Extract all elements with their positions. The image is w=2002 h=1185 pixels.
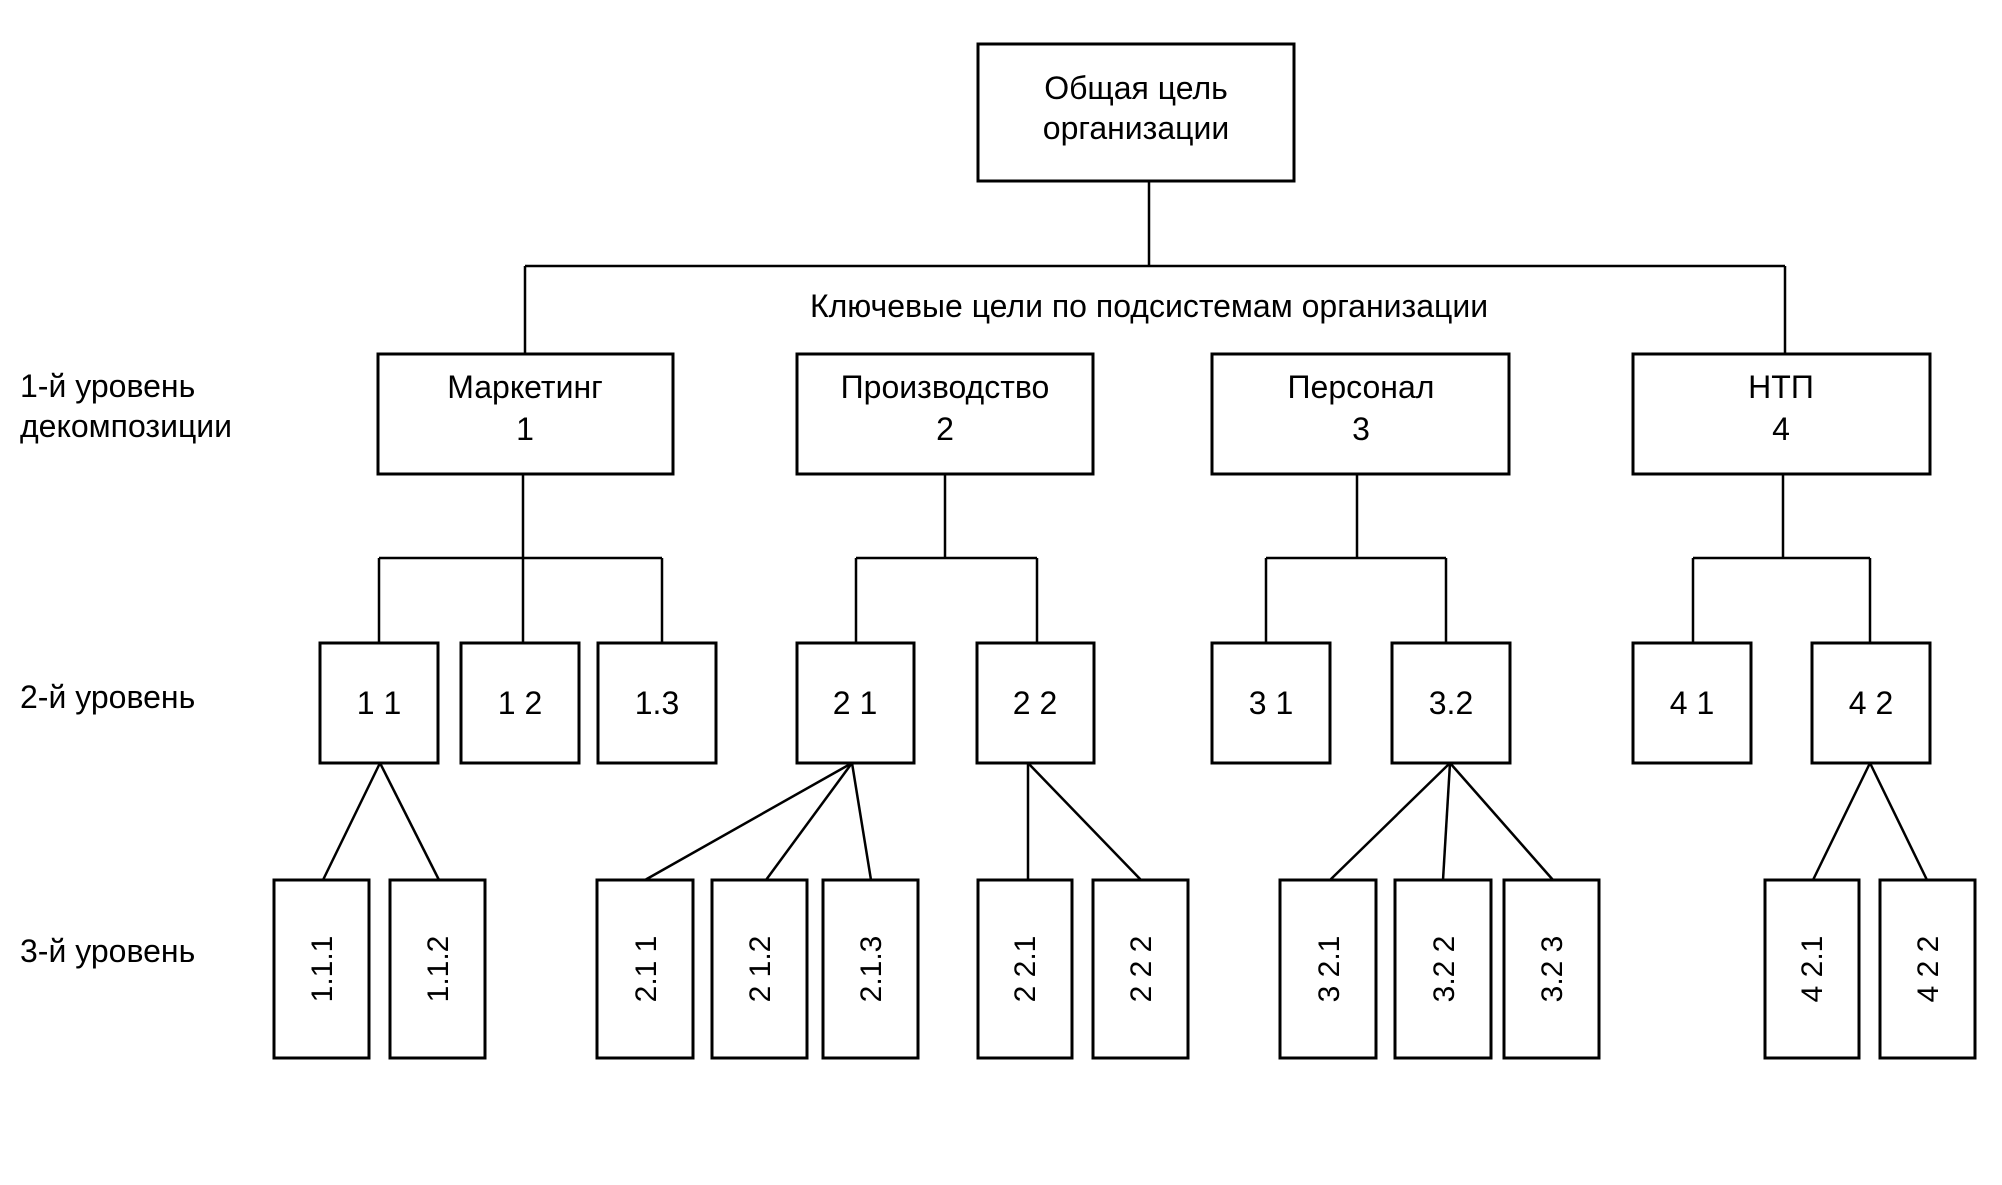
level2-node: 1.3 [596,641,718,765]
level1-label-line2: декомпозиции [20,408,232,444]
level1-node-name: Производство [841,369,1050,405]
level2-node-label: 1 2 [498,685,542,721]
level2-node-label: 4 2 [1849,685,1893,721]
level3-node-label: 4 2 2 [1912,936,1945,1003]
level3-node: 2 2.1 [976,878,1074,1060]
level3-label: 3-й уровень [20,933,195,969]
level1-node-stp: НТП 4 [1631,352,1932,476]
level3-node: 2 2 2 [1091,878,1190,1060]
level2-node-label: 2 1 [833,685,877,721]
level3-node-label: 3.2 2 [1428,936,1461,1003]
root-goal-node: Общая цель организации [976,42,1296,183]
level3-node: 4 2 2 [1878,878,1977,1060]
level2-node-label: 3.2 [1429,685,1473,721]
level2-node: 3 1 [1210,641,1332,765]
level1-node-number: 1 [516,411,534,447]
level2-label: 2-й уровень [20,679,195,715]
level1-label-line1: 1-й уровень [20,368,195,404]
level2-node-label: 2 2 [1013,685,1057,721]
level1-node-personnel: Персонал 3 [1210,352,1511,476]
level3-node-label: 2.1.3 [855,936,888,1003]
level3-node: 1.1.2 [388,878,487,1060]
level1-node-number: 3 [1352,411,1370,447]
level3-node-label: 2.1 1 [630,936,663,1003]
level3-node-label: 2 2 2 [1125,936,1158,1003]
level2-node: 1 1 [318,641,440,765]
level3-node-label: 3.2 3 [1536,936,1569,1003]
level2-node: 2 1 [795,641,916,765]
level2-node: 3.2 [1390,641,1512,765]
key-goals-subtitle: Ключевые цели по подсистемам организации [810,288,1488,324]
level1-node-name: Персонал [1288,369,1435,405]
level3-node: 2.1.3 [821,878,920,1060]
level2-node-label: 4 1 [1670,685,1714,721]
level3-node: 3.2 3 [1502,878,1601,1060]
level1-node-name: НТП [1748,369,1814,405]
connectors [321,181,1929,882]
level1-node-number: 2 [936,411,954,447]
level1-node-number: 4 [1772,411,1790,447]
level3-node-label: 3 2.1 [1313,936,1346,1003]
level3-node-label: 1.1.1 [306,936,339,1003]
level3-node: 3.2 2 [1393,878,1493,1060]
level3-node-label: 2 1.2 [744,936,777,1003]
level3-node: 3 2.1 [1278,878,1378,1060]
level3-node-label: 1.1.2 [422,936,455,1003]
level1-node-production: Производство 2 [795,352,1095,476]
root-goal-line1: Общая цель [1044,70,1228,106]
level3-node-label: 2 2.1 [1009,936,1042,1003]
level3-node: 4 2.1 [1763,878,1861,1060]
level2-node-label: 1 1 [357,685,401,721]
level2-node: 4 2 [1810,641,1932,765]
level2-node: 2 2 [975,641,1096,765]
level2-node: 1 2 [459,641,581,765]
level3-node: 1.1.1 [272,878,371,1060]
level3-node-label: 4 2.1 [1796,936,1829,1003]
level1-node-name: Маркетинг [447,369,603,405]
level2-node-label: 1.3 [635,685,679,721]
level3-node: 2.1 1 [595,878,695,1060]
level1-node-marketing: Маркетинг 1 [376,352,675,476]
level2-node-label: 3 1 [1249,685,1293,721]
level2-node: 4 1 [1631,641,1753,765]
level3-node: 2 1.2 [710,878,809,1060]
root-goal-line2: организации [1043,110,1229,146]
